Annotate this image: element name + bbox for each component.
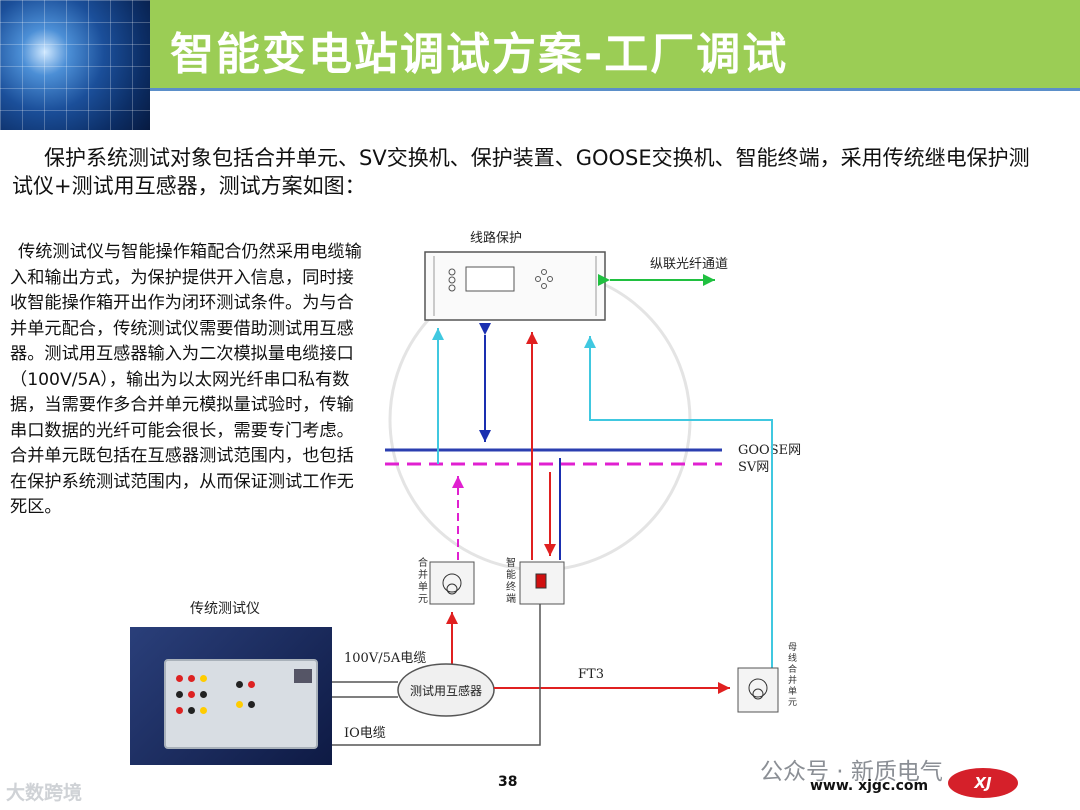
smart-terminal-relay [536,574,546,588]
optical-channel-label: 纵联光纤通道 [650,257,728,272]
bus-merging-unit-label: 母线合并单元 [788,642,797,708]
ft3-label: FT3 [578,667,604,682]
io-cable-label: IO电缆 [344,725,386,741]
company-site: www. xjgc.com [810,778,928,794]
company-logo: XJ [948,768,1018,798]
merging-unit-device [430,562,474,604]
cable-100v-label: 100V/5A电缆 [344,650,426,666]
page-number: 38 [498,774,517,790]
bus-merging-unit-device [738,668,778,712]
test-transformer-label: 测试用互感器 [410,683,482,698]
protection-screen [466,267,514,291]
goose-label: GOOSE网 [738,443,801,458]
line-protection-device [425,252,605,320]
test-instrument-label: 传统测试仪 [190,598,260,618]
test-instrument-photo [130,627,332,765]
sv-label: SV网 [738,460,769,475]
merging-unit-label: 合并单元 [418,556,428,605]
smart-terminal-label: 智能终端 [506,556,516,605]
line-protection-label: 线路保护 [470,230,522,246]
bus-mu-to-protection-arrow [590,336,772,668]
watermark-left: 大数跨境 [6,778,82,805]
